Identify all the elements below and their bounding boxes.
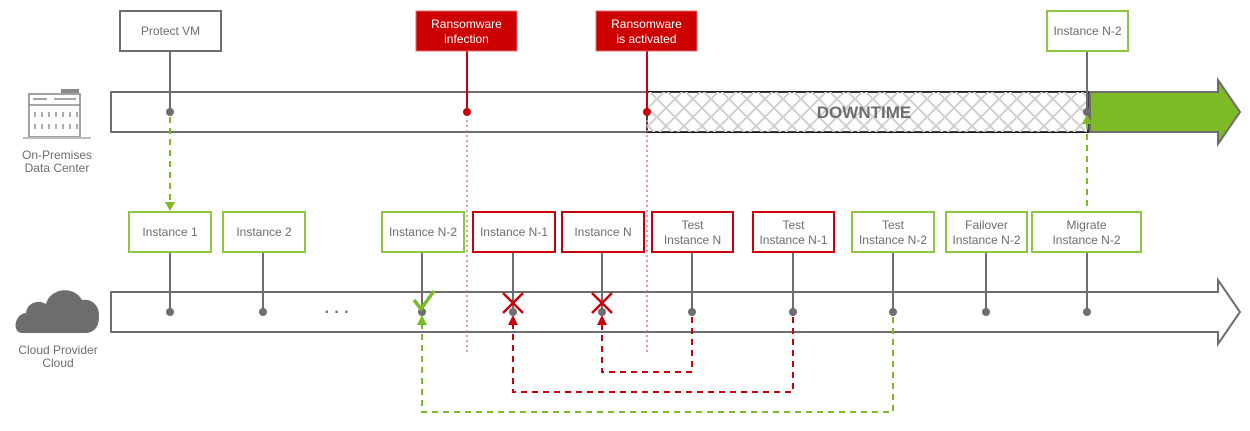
test-n-1-flow: [512, 317, 794, 393]
arrowheads: [165, 114, 1092, 325]
event-label-line2: Instance N: [664, 233, 721, 247]
arrowhead-onprem-restore: [1082, 114, 1092, 124]
event-box: [651, 211, 734, 253]
event-label-line2: is activated: [616, 32, 676, 46]
timeline-dot: [166, 108, 174, 116]
flow-lines: [169, 117, 1088, 413]
event-label-line1: Migrate: [1066, 218, 1106, 232]
event-box: [381, 211, 465, 253]
event-box: [119, 10, 222, 52]
event-label: Instance 2: [236, 225, 292, 239]
test-n-2-flow: [421, 317, 894, 413]
event-label-line2: infection: [444, 32, 489, 46]
event-box: [561, 211, 645, 253]
arrowhead-n-2: [417, 315, 427, 325]
event-label-line2: Instance N-2: [859, 233, 927, 247]
cloud-label: Cloud Provider: [18, 343, 97, 357]
timeline-dot: [463, 108, 471, 116]
arrowhead-instance1: [165, 202, 175, 211]
on-premises-label: On-Premises: [22, 148, 92, 162]
timeline-dot: [166, 308, 174, 316]
test-n-flow: [601, 317, 693, 373]
event-label: Instance 1: [142, 225, 198, 239]
timeline-dot: [598, 308, 606, 316]
cloud-event-instance-1: Instance 1: [128, 211, 212, 316]
event-box: [945, 211, 1028, 253]
event-box: [1031, 211, 1142, 253]
event-box: [851, 211, 935, 253]
on-premises-timeline: DOWNTIME: [110, 76, 1242, 148]
cloud-event-instance-n-2: Instance N-2: [381, 211, 465, 316]
event-box: [472, 211, 556, 253]
timeline-dot: [1083, 108, 1091, 116]
timeline-dot: [643, 108, 651, 116]
cross-icon: [591, 292, 613, 314]
timeline-dot: [889, 308, 897, 316]
timeline-dot: [509, 308, 517, 316]
event-label-line1: Ransomware: [611, 17, 682, 31]
cloud-label-2: Cloud: [42, 356, 73, 370]
ellipsis: · · ·: [325, 304, 350, 321]
cross-icon: [502, 292, 524, 314]
event-label-line1: Test: [681, 218, 704, 232]
event-box: [595, 10, 698, 52]
building-icon: [23, 89, 91, 139]
event-label-line2: Instance N-2: [952, 233, 1020, 247]
event-label-line1: Failover: [965, 218, 1008, 232]
event-label-line1: Test: [782, 218, 805, 232]
cloud-event-instance-n-1: Instance N-1: [472, 211, 556, 316]
onprem-event-instance-n-2-restored: Instance N-2: [1046, 10, 1129, 116]
event-label: Protect VM: [141, 24, 200, 38]
timeline-dot: [259, 308, 267, 316]
event-label-line1: Test: [882, 218, 905, 232]
event-label-line1: Ransomware: [431, 17, 502, 31]
downtime-label: DOWNTIME: [817, 103, 911, 122]
arrowhead-n: [597, 315, 607, 325]
event-label-line2: Instance N-1: [759, 233, 827, 247]
check-icon: [412, 289, 436, 312]
recovered-arrow: [1089, 76, 1242, 148]
event-box: [752, 211, 835, 253]
event-box: [222, 211, 306, 253]
downtime-hatch: [647, 92, 1088, 132]
on-premises-label-2: Data Center: [25, 161, 90, 175]
event-label-line2: Instance N-2: [1052, 233, 1120, 247]
cloud-event-instance-n: Instance N: [561, 211, 645, 316]
event-box: [415, 10, 518, 52]
event-label: Instance N-2: [1053, 24, 1121, 38]
timeline-dot: [982, 308, 990, 316]
event-label: Instance N-2: [389, 225, 457, 239]
onprem-event-protect-vm: Protect VM: [119, 10, 222, 116]
timeline-dot: [789, 308, 797, 316]
event-label: Instance N: [574, 225, 631, 239]
timeline-dot: [688, 308, 696, 316]
event-box: [128, 211, 212, 253]
timeline-dot: [1083, 308, 1091, 316]
cloud-event-instance-2: Instance 2: [222, 211, 306, 316]
cloud-timeline-arrow: [110, 276, 1242, 348]
arrowhead-n-1: [508, 315, 518, 325]
event-label: Instance N-1: [480, 225, 548, 239]
cloud-icon: [15, 290, 100, 333]
event-box: [1046, 10, 1129, 52]
